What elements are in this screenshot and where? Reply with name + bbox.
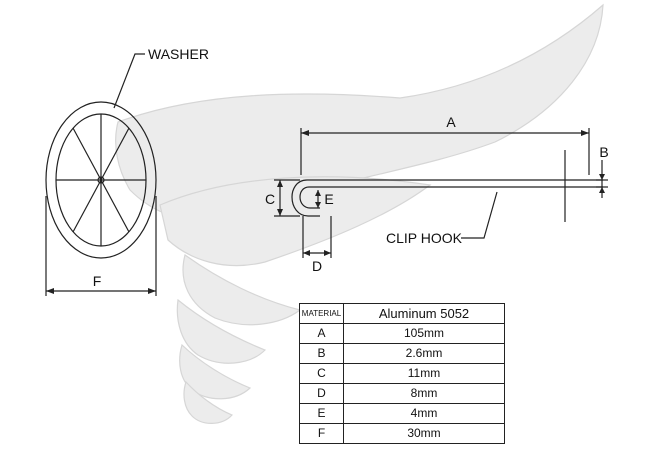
washer-hub — [97, 176, 105, 184]
wing-mid-feather — [159, 176, 432, 267]
row-value: 30mm — [343, 423, 505, 444]
row-key: C — [299, 363, 344, 384]
wing-ornament — [115, 3, 604, 424]
washer-label: WASHER — [148, 46, 209, 62]
row-key: E — [299, 403, 344, 424]
clip-hook-inner — [299, 186, 603, 209]
dim-d-label: D — [312, 258, 322, 274]
row-key: D — [299, 383, 344, 404]
dim-f-label: F — [93, 273, 102, 289]
dim-b-label: B — [599, 144, 608, 160]
arrowhead — [315, 202, 321, 208]
table-row: B 2.6mm — [299, 343, 505, 364]
row-value: 2.6mm — [343, 343, 505, 364]
dim-e-label: E — [324, 191, 333, 207]
material-header: MATERIAL — [299, 303, 344, 324]
wing-loop-2 — [176, 298, 267, 364]
arrowhead — [277, 209, 283, 216]
clip-hook-body — [291, 179, 603, 217]
row-value: 105mm — [343, 323, 505, 344]
arrowhead — [599, 187, 605, 193]
arrowhead — [46, 288, 54, 294]
clip-hook-label: CLIP HOOK — [386, 230, 463, 246]
table-row: F 30mm — [299, 423, 505, 444]
row-key: B — [299, 343, 344, 364]
row-key: F — [299, 423, 344, 444]
arrowhead — [315, 190, 321, 196]
table-row: D 8mm — [299, 383, 505, 404]
spec-table: MATERIAL Aluminum 5052 A 105mm B 2.6mm C… — [299, 303, 505, 444]
material-value: Aluminum 5052 — [343, 303, 505, 324]
washer-spoke — [72, 127, 130, 233]
dim-a-label: A — [446, 114, 456, 130]
row-key: A — [299, 323, 344, 344]
washer-drawing — [45, 53, 157, 296]
wing-loop-1 — [182, 254, 302, 326]
arrowhead — [148, 288, 156, 294]
washer-outer-ring — [45, 101, 157, 259]
wing-loop-4 — [183, 380, 234, 424]
table-row: E 4mm — [299, 403, 505, 424]
arrowhead — [599, 174, 605, 180]
arrowhead — [303, 250, 310, 256]
table-row: A 105mm — [299, 323, 505, 344]
table-row: C 11mm — [299, 363, 505, 384]
dim-c-label: C — [265, 191, 275, 207]
row-value: 4mm — [343, 403, 505, 424]
arrowhead — [324, 250, 331, 256]
row-value: 8mm — [343, 383, 505, 404]
clip-hook-leader-line — [461, 191, 498, 239]
arrowhead — [581, 130, 589, 136]
washer-leader-line — [113, 53, 145, 109]
row-value: 11mm — [343, 363, 505, 384]
dim-f-arrows — [46, 288, 156, 294]
table-header-row: MATERIAL Aluminum 5052 — [299, 303, 505, 324]
arrowhead — [277, 180, 283, 187]
arrowhead — [301, 130, 309, 136]
wing-loop-3 — [179, 343, 252, 400]
clip-hook-arrows — [277, 130, 605, 256]
